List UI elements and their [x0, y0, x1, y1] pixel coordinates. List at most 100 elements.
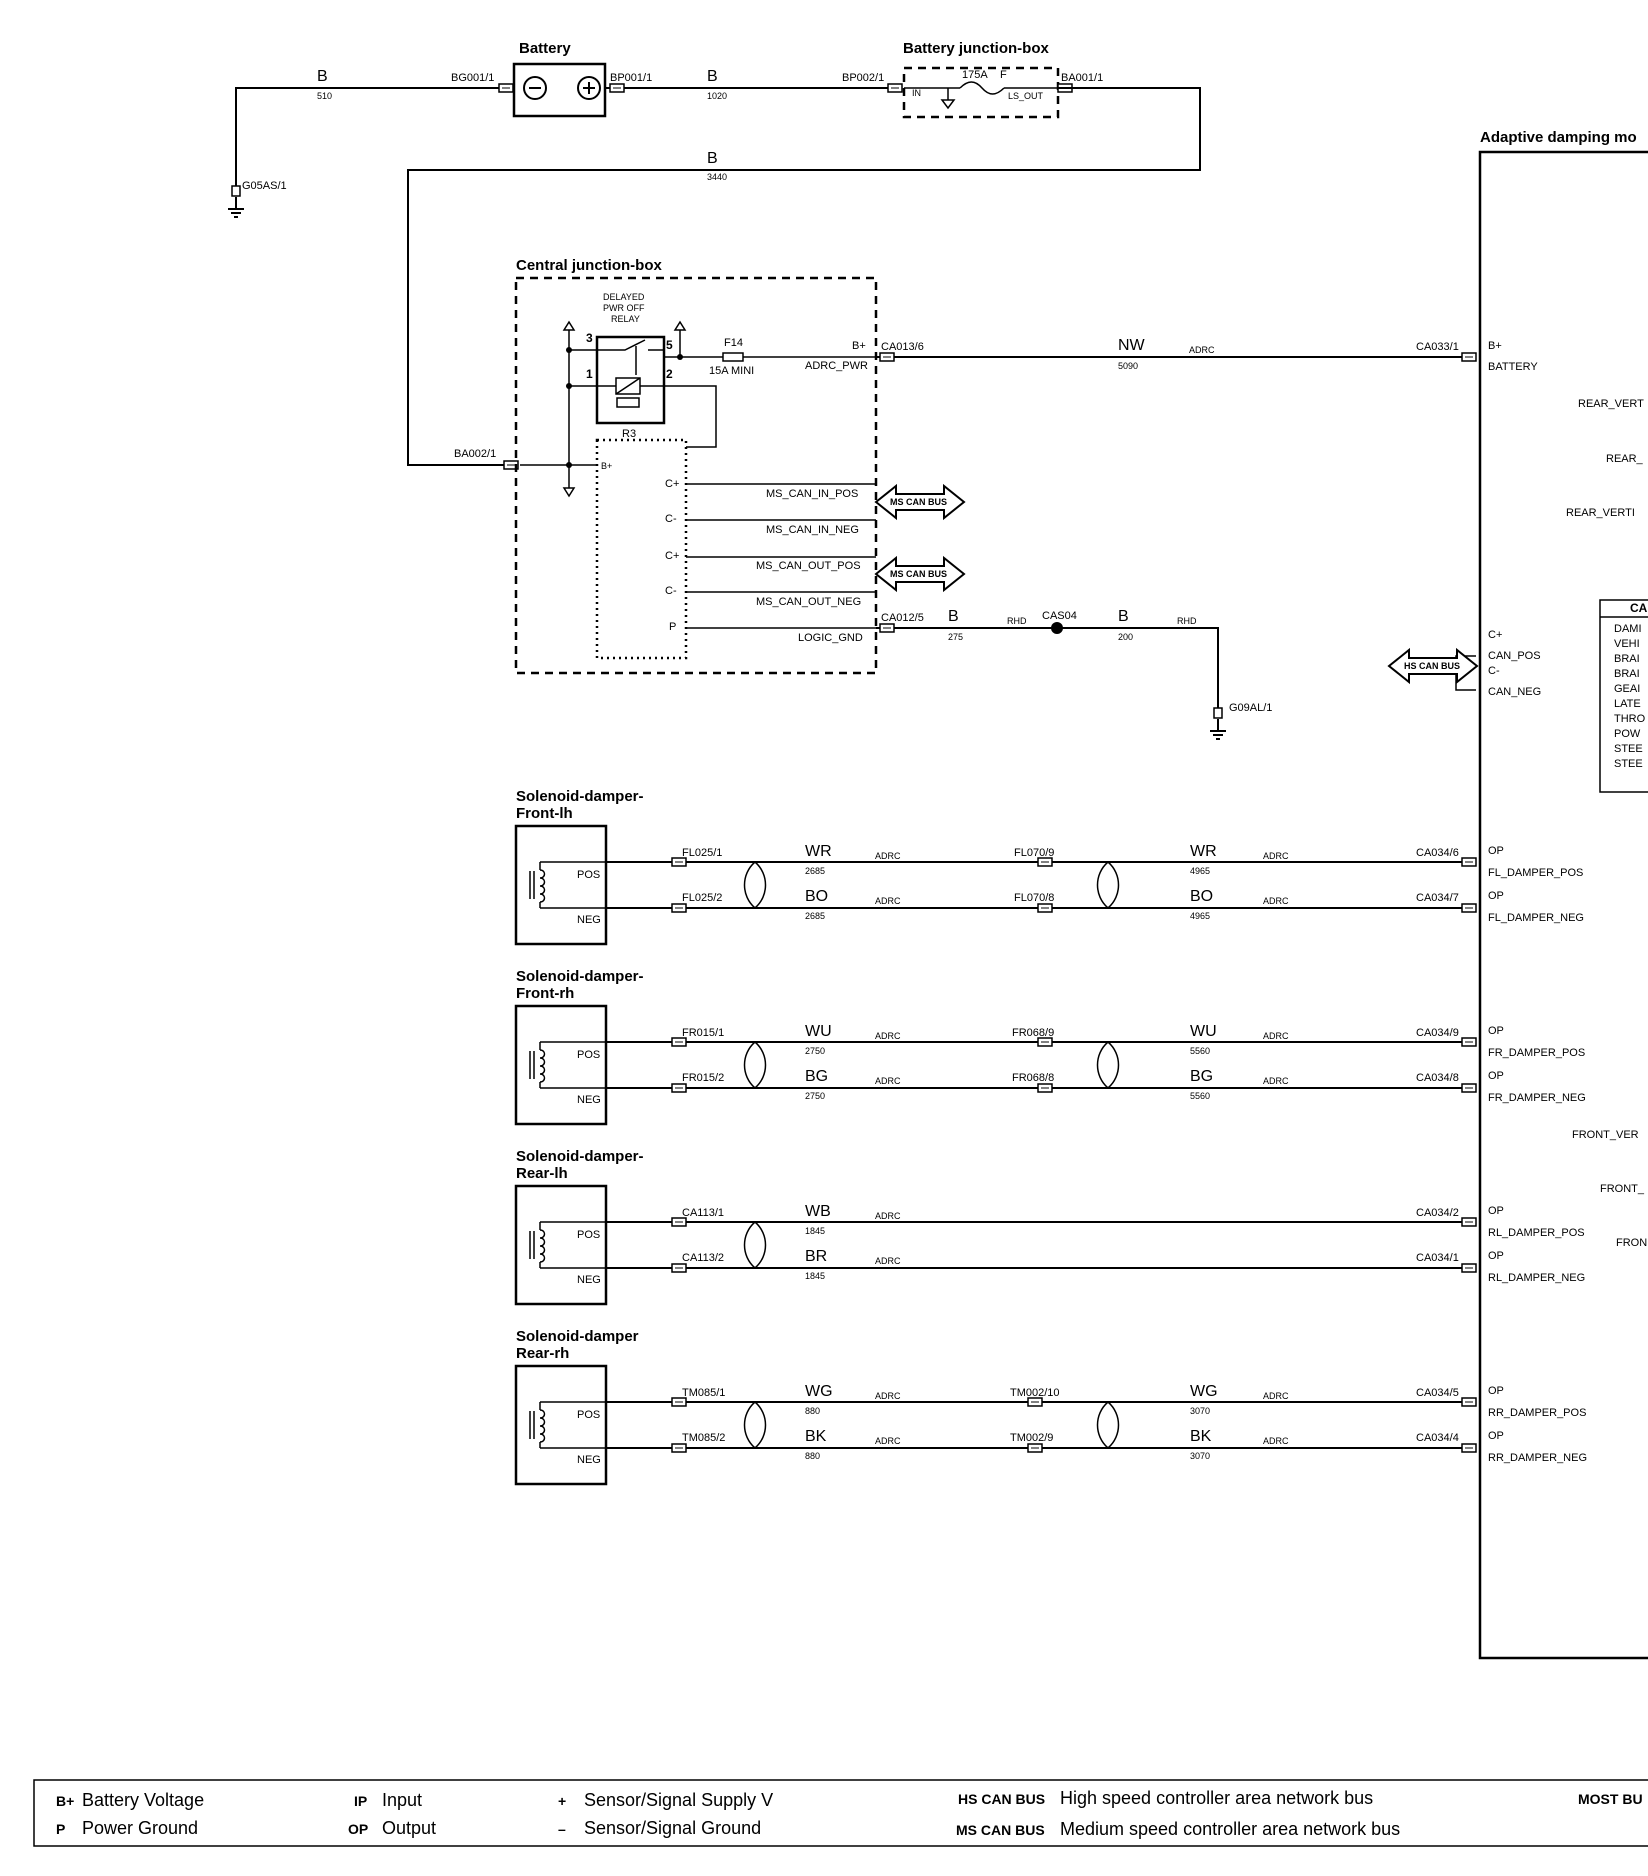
mod-pin-bplus: B+ [1488, 340, 1502, 352]
conn-ca034-8: CA034/8 [1416, 1072, 1459, 1084]
wire-wg-3070-num: 3070 [1190, 1406, 1210, 1416]
damper-rl-title-2: Rear-lh [516, 1165, 568, 1182]
mod-pin-can-neg: CAN_NEG [1488, 686, 1541, 698]
mod-rl-damper-neg: RL_DAMPER_NEG [1488, 1272, 1585, 1284]
conn-fl025-1: FL025/1 [682, 847, 722, 859]
wire-b-200-color: B [1118, 608, 1129, 625]
conn-bp002: BP002/1 [842, 72, 884, 84]
wire-wu-2750-tag: ADRC [875, 1031, 901, 1041]
conn-ca034-1: CA034/1 [1416, 1252, 1459, 1264]
wire-wu-5560-tag: ADRC [1263, 1031, 1289, 1041]
wire-b-1020-color: B [707, 68, 718, 85]
wire-bo-4965-tag: ADRC [1263, 896, 1289, 906]
conn-bp001: BP001/1 [610, 72, 652, 84]
conn-ba001: BA001/1 [1061, 72, 1103, 84]
cjb-pin-adrc-pwr: ADRC_PWR [805, 360, 868, 372]
mod-fr-damper-pos: FR_DAMPER_POS [1488, 1047, 1585, 1059]
wire-b-3440-num: 3440 [707, 172, 727, 182]
svg-text:HS CAN BUS: HS CAN BUS [1404, 661, 1460, 671]
sig-ms-can-in-pos: MS_CAN_IN_POS [766, 488, 858, 500]
wire-b-275-num: 275 [948, 632, 963, 642]
sig-logic-gnd: LOGIC_GND [798, 632, 863, 644]
wire-wu-2750-num: 2750 [805, 1046, 825, 1056]
hs-can-bus-arrow: HS CAN BUS [1387, 647, 1479, 685]
legend-op-sym: OP [348, 1821, 368, 1837]
damper-fl-pos-label: POS [577, 869, 600, 881]
conn-g05as: G05AS/1 [242, 180, 287, 192]
mod-front-3: FRON [1616, 1237, 1647, 1249]
wire-br-1845-color: BR [805, 1248, 827, 1265]
svg-text:BRAI: BRAI [1614, 668, 1640, 680]
wire-bg-2750-num: 2750 [805, 1091, 825, 1101]
conn-ca034-5: CA034/5 [1416, 1387, 1459, 1399]
damper-rr-title-2: Rear-rh [516, 1345, 569, 1362]
central-jbox-title: Central junction-box [516, 257, 662, 274]
conn-fr015-1: FR015/1 [682, 1027, 724, 1039]
wire-bg-5560-color: BG [1190, 1068, 1213, 1085]
conn-ca033: CA033/1 [1416, 341, 1459, 353]
conn-tm085-2: TM085/2 [682, 1432, 725, 1444]
wire-wb-1845-color: WB [805, 1203, 831, 1220]
cjb-pin-cp2: C+ [665, 550, 679, 562]
conn-tm002-10: TM002/10 [1010, 1387, 1060, 1399]
wire-wu-5560-num: 5560 [1190, 1046, 1210, 1056]
wire-nw-tag: ADRC [1189, 345, 1215, 355]
sig-ms-can-out-neg: MS_CAN_OUT_NEG [756, 596, 861, 608]
conn-fl025-2: FL025/2 [682, 892, 722, 904]
fuse-main-rating: 175A [962, 69, 988, 81]
can-message-table: CA DAMI VEHI BRAI BRAI GEAI LATE THRO PO… [1599, 599, 1648, 793]
conn-bg001: BG001/1 [451, 72, 494, 84]
battery-title: Battery [519, 40, 571, 57]
damper-rl-title-1: Solenoid-damper- [516, 1148, 644, 1165]
wire-bo-4965-num: 4965 [1190, 911, 1210, 921]
relay-pin5: 5 [666, 338, 673, 352]
sig-ms-can-out-pos: MS_CAN_OUT_POS [756, 560, 861, 572]
legend-ip-sym: IP [354, 1793, 367, 1809]
relay-pin2: 2 [666, 367, 673, 381]
legend-op-text: Output [382, 1818, 436, 1838]
damper-rr-neg-label: NEG [577, 1454, 601, 1466]
cjb-pin-cm2: C- [665, 585, 677, 597]
conn-ca034-6: CA034/6 [1416, 847, 1459, 859]
cjb-pin-p: P [669, 621, 676, 633]
damper-rr-title-1: Solenoid-damper [516, 1328, 639, 1345]
conn-fl070-8: FL070/8 [1014, 892, 1054, 904]
wire-b-3440-color: B [707, 150, 718, 167]
mod-pin-can-pos: CAN_POS [1488, 650, 1541, 662]
conn-cas04: CAS04 [1042, 610, 1077, 622]
legend-ms-sym: MS CAN BUS [956, 1822, 1045, 1838]
mod-op-fr-neg: OP [1488, 1070, 1504, 1082]
wire-wg-3070-tag: ADRC [1263, 1391, 1289, 1401]
mod-rl-damper-pos: RL_DAMPER_POS [1488, 1227, 1585, 1239]
fuse-f14: F14 [724, 337, 743, 349]
wire-bk-880-num: 880 [805, 1451, 820, 1461]
wire-wu-5560-color: WU [1190, 1023, 1217, 1040]
svg-text:POW: POW [1614, 728, 1641, 740]
fuse-main-in: IN [912, 88, 921, 98]
legend-hs-sym: HS CAN BUS [958, 1791, 1045, 1807]
legend-bplus-sym: B+ [56, 1793, 74, 1809]
wire-wr-2685-num: 2685 [805, 866, 825, 876]
damper-rl-neg-label: NEG [577, 1274, 601, 1286]
damper-fr-neg-label: NEG [577, 1094, 601, 1106]
wire-bk-3070-num: 3070 [1190, 1451, 1210, 1461]
conn-fr068-8: FR068/8 [1012, 1072, 1054, 1084]
svg-text:CA: CA [1630, 601, 1648, 615]
module-title: Adaptive damping mo [1480, 129, 1637, 146]
mod-fl-damper-neg: FL_DAMPER_NEG [1488, 912, 1584, 924]
conn-tm002-9: TM002/9 [1010, 1432, 1053, 1444]
legend-p-text: Power Ground [82, 1818, 198, 1838]
svg-text:STEE: STEE [1614, 743, 1643, 755]
wire-nw-color: NW [1118, 337, 1146, 354]
relay-ref: R3 [622, 428, 636, 440]
svg-text:STEE: STEE [1614, 758, 1643, 770]
cjb-pin-cp1: C+ [665, 478, 679, 490]
damper-fr-pos-label: POS [577, 1049, 600, 1061]
svg-text:GEAI: GEAI [1614, 683, 1640, 695]
legend-ip-text: Input [382, 1790, 422, 1810]
damper-rl-pos-label: POS [577, 1229, 600, 1241]
mod-op-fl-neg: OP [1488, 890, 1504, 902]
damper-fl-title-1: Solenoid-damper- [516, 788, 644, 805]
mod-pin-battery: BATTERY [1488, 361, 1538, 373]
